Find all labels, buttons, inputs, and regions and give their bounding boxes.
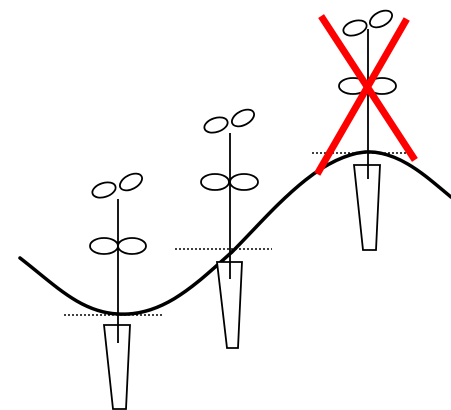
leaf-2-right-lower: [230, 174, 258, 190]
reject-mark: [319, 19, 413, 171]
seedling-3: [339, 7, 396, 250]
leaf-2-left-upper: [202, 115, 229, 136]
leaf-1-left-lower: [90, 238, 118, 254]
leaf-2-left-lower: [201, 174, 229, 190]
leaf-1-right-upper: [117, 170, 145, 194]
root-plug-1: [104, 325, 130, 409]
leaf-3-left-upper: [341, 18, 368, 39]
root-plug-3: [354, 165, 380, 250]
seedling-1: [90, 170, 146, 409]
leaf-3-right-upper: [367, 7, 395, 31]
leaf-1-left-upper: [90, 180, 117, 201]
seedling-2: [201, 106, 258, 348]
leaf-2-right-upper: [229, 106, 257, 130]
reject-stroke-b: [319, 22, 405, 171]
leaf-1-right-lower: [118, 238, 146, 254]
